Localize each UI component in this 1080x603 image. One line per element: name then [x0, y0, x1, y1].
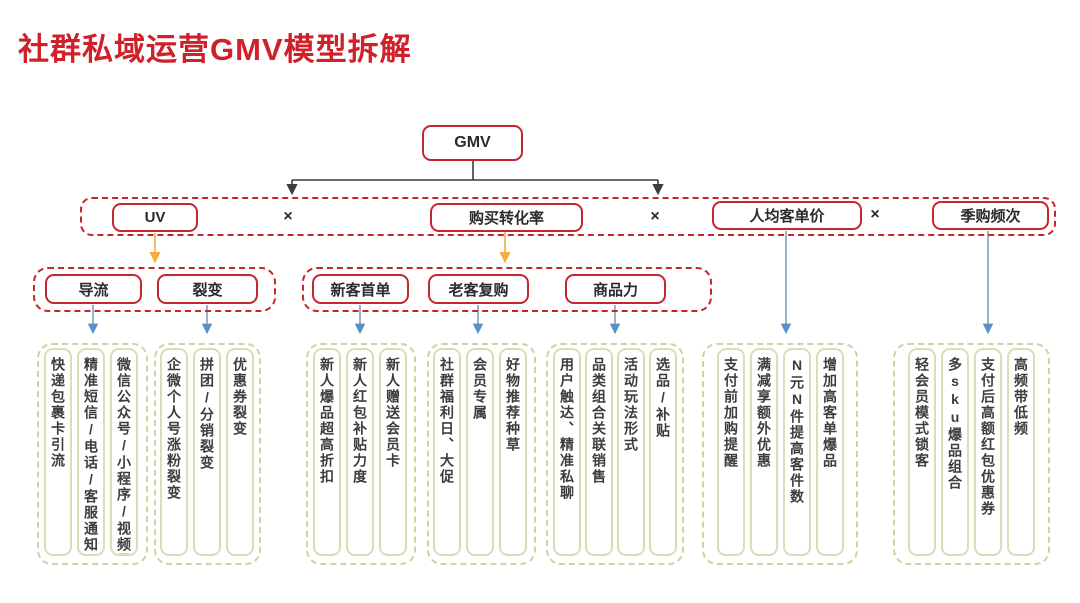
- leaf-item: 轻会员模式锁客: [908, 348, 936, 556]
- leaf-group-product: [546, 343, 684, 565]
- leaf-item: 会员专属: [466, 348, 494, 556]
- leaf-item: 好物推荐种草: [499, 348, 527, 556]
- leaf-item: 用户触达、精准私聊: [553, 348, 581, 556]
- page-title: 社群私域运营GMV模型拆解: [18, 32, 412, 67]
- subfactor-fission-node: 裂变: [157, 274, 258, 304]
- leaf-group-repurchase: [427, 343, 536, 565]
- factor-conversion-node: 购买转化率: [430, 203, 583, 232]
- leaf-item: 活动玩法形式: [617, 348, 645, 556]
- leaf-item: 新人红包补贴力度: [346, 348, 374, 556]
- leaf-item: 微信公众号/小程序/视频号: [110, 348, 138, 556]
- leaf-group-newcustomer: [306, 343, 416, 565]
- leaf-item: 快递包裹卡引流: [44, 348, 72, 556]
- leaf-item: 高频带低频: [1007, 348, 1035, 556]
- gmv-root-node: GMV: [422, 125, 523, 161]
- multiply-sign: ×: [870, 206, 880, 223]
- leaf-item: 支付前加购提醒: [717, 348, 745, 556]
- leaf-group-frequency: [893, 343, 1050, 565]
- multiply-sign: ×: [650, 208, 660, 225]
- factor-frequency-node: 季购频次: [932, 201, 1049, 230]
- leaf-item: 品类组合关联销售: [585, 348, 613, 556]
- leaf-item: 精准短信/电话/客服通知: [77, 348, 105, 556]
- leaf-group-fission: [154, 343, 261, 565]
- leaf-item: 支付后高额红包优惠券: [974, 348, 1002, 556]
- leaf-item: 企微个人号涨粉裂变: [160, 348, 188, 556]
- subfactor-newcustomer-node: 新客首单: [312, 274, 409, 304]
- leaf-item: 新人爆品超高折扣: [313, 348, 341, 556]
- subfactor-traffic-node: 导流: [45, 274, 142, 304]
- uv-subgroup-container: [33, 267, 276, 312]
- subfactor-repurchase-node: 老客复购: [428, 274, 529, 304]
- factor-row-container: [80, 197, 1056, 236]
- factor-aov-node: 人均客单价: [712, 201, 862, 230]
- leaf-item: 优惠券裂变: [226, 348, 254, 556]
- leaf-item: 新人赠送会员卡: [379, 348, 407, 556]
- conversion-subgroup-container: [302, 267, 712, 312]
- leaf-item: 多sku爆品组合: [941, 348, 969, 556]
- leaf-item: N元N件提高客件数: [783, 348, 811, 556]
- subfactor-product-node: 商品力: [565, 274, 666, 304]
- factor-uv-node: UV: [112, 203, 198, 232]
- leaf-item: 拼团/分销裂变: [193, 348, 221, 556]
- leaf-item: 增加高客单爆品: [816, 348, 844, 556]
- multiply-sign: ×: [283, 208, 293, 225]
- leaf-group-aov: [702, 343, 858, 565]
- leaf-group-traffic: [37, 343, 148, 565]
- leaf-item: 选品/补贴: [649, 348, 677, 556]
- leaf-item: 满减享额外优惠: [750, 348, 778, 556]
- leaf-item: 社群福利日、大促: [433, 348, 461, 556]
